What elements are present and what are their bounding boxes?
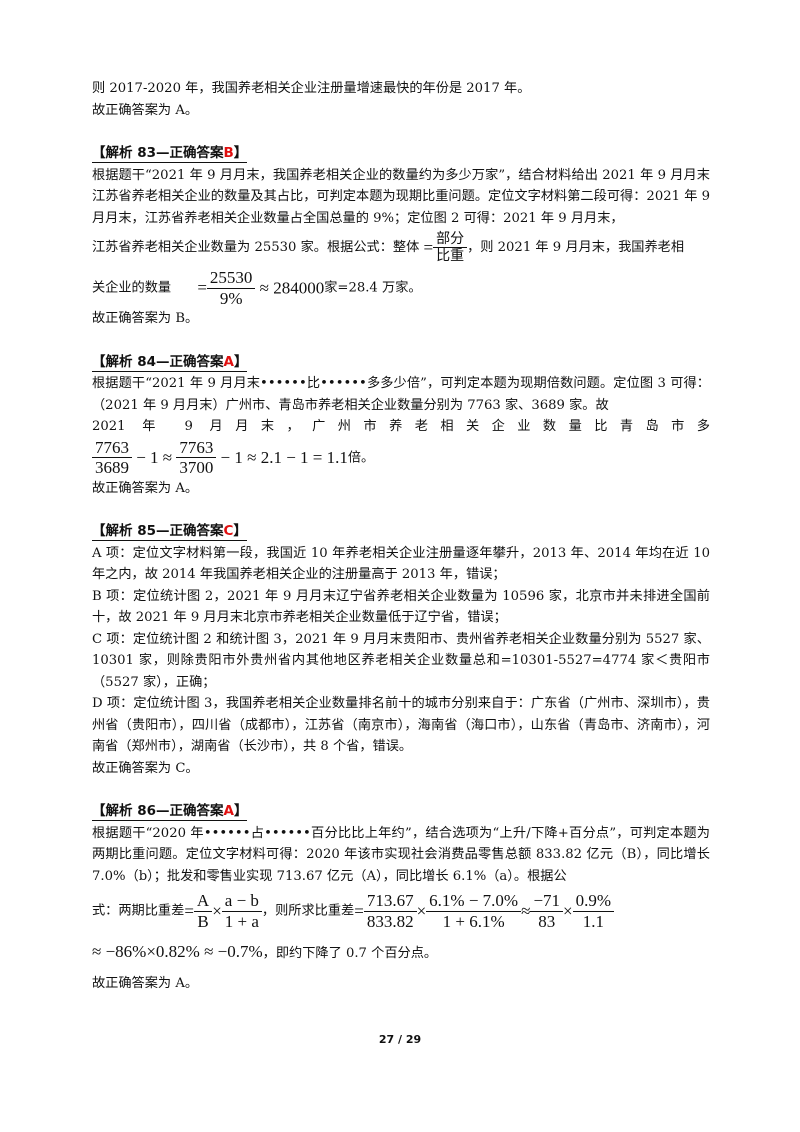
section-86: 【解析 86—正确答案A】 根据题干“2020 年••••••占••••••百分… <box>92 800 710 994</box>
option-b: B 项：定位统计图 2，2021 年 9 月月末辽宁省养老相关企业数量为 105… <box>92 588 710 626</box>
fraction: 0.9%1.1 <box>572 891 615 931</box>
paragraph: 根据题干“2020 年••••••占••••••百分比比上年约”，结合选项为“上… <box>92 825 710 884</box>
calc-line: ≈ −86%×0.82% ≈ −0.7%，即约下降了 0.7 个百分点。 <box>92 942 438 962</box>
answer-letter: B <box>223 145 234 161</box>
section-header-86: 【解析 86—正确答案A】 <box>92 803 248 822</box>
section-header-85: 【解析 85—正确答案C】 <box>92 523 247 542</box>
answer-letter: A <box>223 353 234 370</box>
document-body: 则 2017-2020 年，我国养老相关企业注册量增速最快的年份是 2017 年… <box>92 78 710 994</box>
answer-letter: A <box>223 803 234 820</box>
option-a: A 项：定位文字材料第一段，我国近 10 年养老相关企业注册量逐年攀升，2013… <box>92 545 710 583</box>
section-85: 【解析 85—正确答案C】 A 项：定位文字材料第一段，我国近 10 年养老相关… <box>92 520 710 779</box>
fraction: 6.1% − 7.0%1 + 6.1% <box>426 891 522 931</box>
paragraph: 根据题干“2021 年 9 月月末••••••比••••••多多少倍”，可判定本… <box>92 376 710 413</box>
ratio-formula: 部分比重 <box>433 231 468 264</box>
paragraph: 根据题干“2021 年 9 月月末，我国养老相关企业的数量约为多少万家”，结合材… <box>92 167 710 226</box>
paragraph: 2021 年 9 月月末，广州市养老相关企业数量比青岛市多 <box>92 419 710 435</box>
page-number: 27 / 29 <box>378 1033 422 1046</box>
section-header-84: 【解析 84—正确答案A】 <box>92 353 248 372</box>
conclusion: 故正确答案为 A。 <box>92 480 199 496</box>
option-c: C 项：定位统计图 2 和统计图 3，2021 年 9 月月末贵阳市、贵州省养老… <box>92 631 710 690</box>
intro-conclusion: 故正确答案为 A。 <box>92 102 199 118</box>
section-84: 【解析 84—正确答案A】 根据题干“2021 年 9 月月末••••••比••… <box>92 351 710 500</box>
conclusion: 故正确答案为 A。 <box>92 975 199 991</box>
section-83: 【解析 83—正确答案B】 根据题干“2021 年 9 月月末，我国养老相关企业… <box>92 142 710 330</box>
formula-line: 江苏省养老相关企业数量为 25530 家。根据公式：整体 =部分比重，则 202… <box>92 231 685 265</box>
option-d: D 项：定位统计图 3，我国养老相关企业数量排名前十的城市分别来自于：广东省（广… <box>92 696 710 755</box>
answer-letter: C <box>223 523 234 540</box>
intro-line: 则 2017-2020 年，我国养老相关企业注册量增速最快的年份是 2017 年… <box>92 81 531 96</box>
conclusion: 故正确答案为 C。 <box>92 760 199 776</box>
section-header-83: 【解析 83—正确答案B】 <box>92 145 248 163</box>
conclusion: 故正确答案为 B。 <box>92 311 199 327</box>
